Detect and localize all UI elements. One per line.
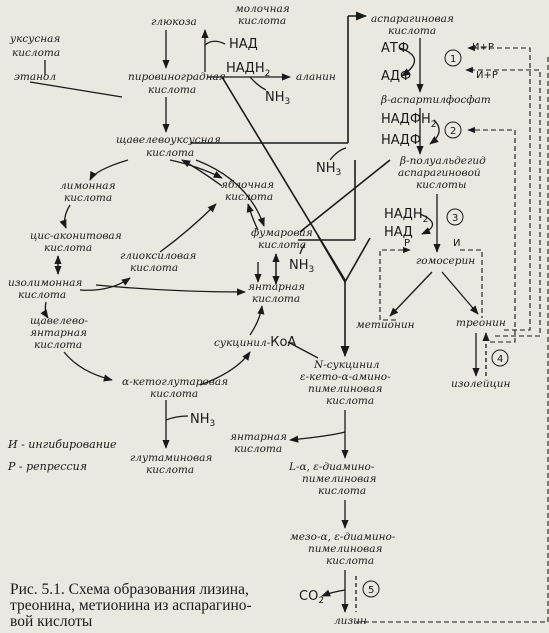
node-ketoglutaric-line2: кислота <box>150 388 198 400</box>
node-oxalosuccinic-line2: янтарная <box>30 327 87 339</box>
node-oxalosuccinic-line3: кислота <box>34 339 82 351</box>
node-asparagine-line1: аспарагиновая <box>371 13 454 25</box>
node-aspartyl-phosphate: β-аспартилфосфат <box>380 94 491 106</box>
krebs-cycle-arcs <box>40 159 280 449</box>
node-threonine: треонин <box>456 317 506 329</box>
step-5-marker: 5 <box>362 580 380 598</box>
node-semialdehyde-line1: β-полуальдегид <box>399 155 486 167</box>
node-nh3-alanine: NH3 <box>265 90 290 107</box>
node-meso-line3: кислота <box>326 555 374 567</box>
node-glucose: глюкоза <box>151 16 197 28</box>
node-diaminopimelic-line2: пимелиновая <box>302 473 377 485</box>
node-fumaric-line2: кислота <box>258 239 306 251</box>
step-1-marker: 1 <box>444 49 462 67</box>
step-3-marker: 3 <box>446 208 464 226</box>
node-isocitric-line1: изолимонная <box>8 277 82 289</box>
node-succinyl-coa: сукцинил-КоА <box>214 335 296 350</box>
legend-inhibition: И - ингибирование <box>7 438 117 451</box>
node-n-succinyl-line4: кислота <box>326 395 374 407</box>
node-citric-line1: лимонная <box>60 180 116 192</box>
svg-text:5: 5 <box>368 585 374 596</box>
node-methionine: метионин <box>356 319 415 331</box>
node-acetic-line1: уксусная <box>9 33 60 45</box>
node-nadh-top: НАДН2 <box>226 61 270 79</box>
node-glyoxylic-line2: кислота <box>130 262 178 274</box>
node-succinic2-line2: кислота <box>234 443 282 455</box>
svg-text:1: 1 <box>450 54 456 65</box>
node-meso-line1: мезо-α, ε-диамино- <box>290 531 396 543</box>
caption-line2: треонина, метионина из аспарагино- <box>10 597 252 614</box>
mark-r: Р <box>404 238 410 249</box>
node-ketoglutaric-line1: α-кетоглутаровая <box>122 376 228 388</box>
node-nh3-oxaloacetic: NH3 <box>316 161 341 178</box>
node-homoserine: гомосерин <box>416 255 475 267</box>
node-co2: CO2 <box>299 589 324 606</box>
node-nadp: НАДФ <box>381 133 421 148</box>
node-asparagine-line2: кислота <box>388 25 436 37</box>
svg-text:4: 4 <box>497 354 503 365</box>
node-ethanol: этанол <box>14 71 56 83</box>
node-isoleucine: изолейцин <box>451 378 511 390</box>
node-fumaric-line1: фумаровая <box>251 227 313 239</box>
svg-text:2: 2 <box>450 126 456 137</box>
node-oxalosuccinic-line1: щавелево- <box>30 315 88 327</box>
node-alanine: аланин <box>296 71 336 83</box>
node-malic-line1: яблочная <box>221 179 274 191</box>
node-succinic-line1: янтарная <box>248 281 305 293</box>
node-n-succinyl-line1: N-сукцинил <box>313 359 379 371</box>
node-oxaloacetic-line2: кислота <box>146 147 194 159</box>
node-lactic-line2: кислота <box>238 15 286 27</box>
node-glutamic-line1: глутаминовая <box>130 452 212 464</box>
pathway-arrows <box>29 11 490 613</box>
node-semialdehyde-line3: кислоты <box>416 179 466 191</box>
node-glyoxylic-line1: глиоксиловая <box>120 250 196 262</box>
node-nadph: НАДФН2 <box>381 112 437 130</box>
node-succinic2-line1: янтарная <box>230 431 287 443</box>
node-diaminopimelic-line3: кислота <box>318 485 366 497</box>
node-lysine: лизин <box>334 615 367 627</box>
step-2-marker: 2 <box>444 121 462 139</box>
step-4-marker: 4 <box>491 349 509 367</box>
node-n-succinyl-line2: ε-кето-α-амино- <box>300 371 391 383</box>
node-lactic-line1: молочная <box>235 3 290 15</box>
node-nad-top: НАД <box>229 37 258 52</box>
node-pyruvic-line2: кислота <box>148 84 196 96</box>
node-oxaloacetic-line1: щавелевоуксусная <box>116 134 221 146</box>
node-succinic-line2: кислота <box>252 293 300 305</box>
node-citric-line2: кислота <box>64 192 112 204</box>
caption-line1: Рис. 5.1. Схема образования лизина, <box>10 581 249 598</box>
node-nh3-fumaric: NH3 <box>289 258 314 275</box>
node-cis-aconitic-line1: цис-аконитовая <box>30 230 122 242</box>
node-isocitric-line2: кислота <box>18 289 66 301</box>
mark-i: И <box>453 238 460 249</box>
node-atp: АТФ <box>381 41 409 56</box>
legend-repression: Р - репрессия <box>7 460 87 473</box>
node-nadh2: НАДН2 <box>384 207 428 225</box>
node-semialdehyde-line2: аспарагиновой <box>398 167 481 179</box>
svg-text:3: 3 <box>452 213 458 224</box>
node-adp: АДФ <box>381 69 411 84</box>
node-nad2: НАД <box>384 225 413 240</box>
node-diaminopimelic-line1: L-α, ε-диамино- <box>288 461 375 473</box>
node-pyruvic-line1: пировиноградная <box>128 71 226 83</box>
node-glutamic-line2: кислота <box>146 464 194 476</box>
node-acetic-line2: кислота <box>12 47 60 59</box>
feedback-lines <box>356 44 549 623</box>
node-n-succinyl-line3: пимелиновая <box>308 383 383 395</box>
node-meso-line2: пимелиновая <box>308 543 383 555</box>
node-cis-aconitic-line2: кислота <box>44 242 92 254</box>
caption-line3: вой кислоты <box>10 613 93 630</box>
mark-i-r-2: И+Р <box>476 70 498 81</box>
node-nh3-glutamic: NH3 <box>190 412 215 429</box>
